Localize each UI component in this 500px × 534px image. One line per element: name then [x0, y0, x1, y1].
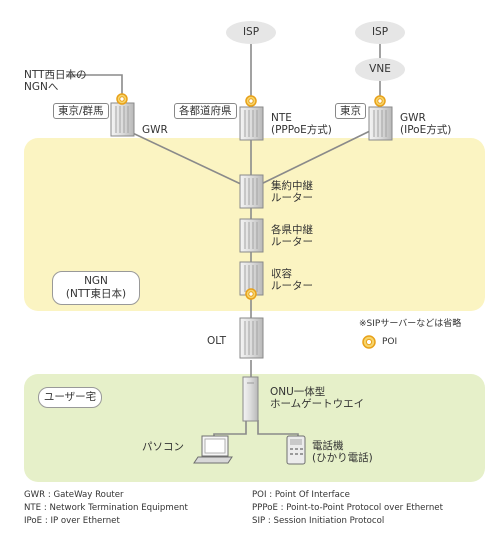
isp-label-left: ISP	[242, 26, 260, 38]
gwr-left-label: GWR	[142, 124, 168, 136]
isp-label-right: ISP	[371, 26, 389, 38]
phone-line1: 電話機	[312, 440, 344, 452]
ntt-west-line1: NTT西日本の	[24, 69, 87, 81]
pc-laptop	[193, 435, 233, 464]
poi-legend-label: POI	[382, 337, 398, 347]
ngn-line2: (NTT東日本)	[65, 288, 127, 300]
olt-label: OLT	[207, 335, 227, 347]
onu-device	[242, 376, 259, 422]
nte-rack	[239, 106, 264, 141]
user-home-badge: ユーザー宅	[38, 387, 102, 408]
poi-legend-icon	[362, 335, 376, 349]
ntt-west-line2: NGNへ	[24, 81, 59, 93]
gwr-right-rack	[368, 106, 393, 141]
aggregation-line2: ルーター	[271, 192, 313, 204]
onu-line2: ホームゲートウエイ	[270, 398, 365, 410]
phone-device	[286, 435, 306, 465]
onu-label: ONU一体型 ホームゲートウエイ	[270, 386, 364, 410]
olt-rack	[239, 317, 264, 359]
accommodation-line2: ルーター	[271, 280, 313, 292]
isp-cloud-left: ISP	[226, 21, 276, 44]
prefecture-relay-router-label: 各県中継 ルーター	[271, 224, 313, 248]
onu-line1: ONU一体型	[270, 386, 326, 398]
sip-note: ※SIPサーバーなどは省略	[359, 319, 462, 329]
line-gwr-left-agg	[121, 127, 246, 187]
legend-left: GWR : GateWay Router NTE : Network Termi…	[24, 489, 188, 528]
legend-nte: NTE : Network Termination Equipment	[24, 503, 188, 513]
line-ntt-west	[66, 74, 123, 96]
accommodation-router-rack	[239, 261, 264, 296]
aggregation-line1: 集約中継	[271, 180, 313, 192]
poi-marker-vne	[374, 95, 386, 107]
user-home-zone	[24, 374, 485, 482]
nte-label: NTE (PPPoE方式)	[271, 112, 332, 136]
prefecture-relay-line2: ルーター	[271, 236, 313, 248]
ngn-badge: NGN (NTT東日本)	[52, 271, 140, 305]
legend-right: POI : Point Of Interface PPPoE : Point-t…	[252, 489, 443, 528]
gwr-right-line1: GWR	[400, 112, 426, 124]
legend-ipoe: IPoE : IP over Ethernet	[24, 516, 120, 526]
nte-line2: (PPPoE方式)	[271, 124, 332, 136]
poi-marker-isp	[245, 95, 257, 107]
aggregation-router-label: 集約中継 ルーター	[271, 180, 313, 204]
gwr-left-rack	[110, 102, 135, 137]
aggregation-router-rack	[239, 174, 264, 209]
pc-label: パソコン	[142, 441, 184, 453]
ntt-west-label: NTT西日本の NGNへ	[24, 69, 87, 93]
legend-pppoe: PPPoE : Point-to-Point Protocol over Eth…	[252, 503, 443, 513]
prefecture-relay-router-rack	[239, 218, 264, 253]
ngn-line1: NGN	[84, 275, 108, 287]
area-box-prefectures: 各都道府県	[174, 103, 237, 119]
vne-label: VNE	[369, 63, 391, 75]
legend-poi: POI : Point Of Interface	[252, 490, 350, 500]
gwr-right-line2: (IPoE方式)	[400, 124, 452, 136]
gwr-right-label: GWR (IPoE方式)	[400, 112, 451, 136]
phone-label: 電話機 (ひかり電話)	[312, 440, 373, 464]
area-box-tokyo-gunma: 東京/群馬	[53, 103, 109, 119]
accommodation-line1: 収容	[271, 268, 292, 280]
vne-cloud: VNE	[355, 58, 405, 81]
phone-line2: (ひかり電話)	[312, 452, 373, 464]
poi-marker-accommodation	[245, 288, 257, 300]
accommodation-router-label: 収容 ルーター	[271, 268, 313, 292]
legend-gwr: GWR : GateWay Router	[24, 490, 124, 500]
area-box-tokyo: 東京	[335, 103, 366, 119]
isp-cloud-right: ISP	[355, 21, 405, 44]
poi-marker-ntt-west	[116, 93, 128, 105]
legend-sip: SIP : Session Initiation Protocol	[252, 516, 385, 526]
line-gwr-right-agg	[256, 129, 373, 187]
nte-line1: NTE	[271, 112, 292, 124]
prefecture-relay-line1: 各県中継	[271, 224, 313, 236]
